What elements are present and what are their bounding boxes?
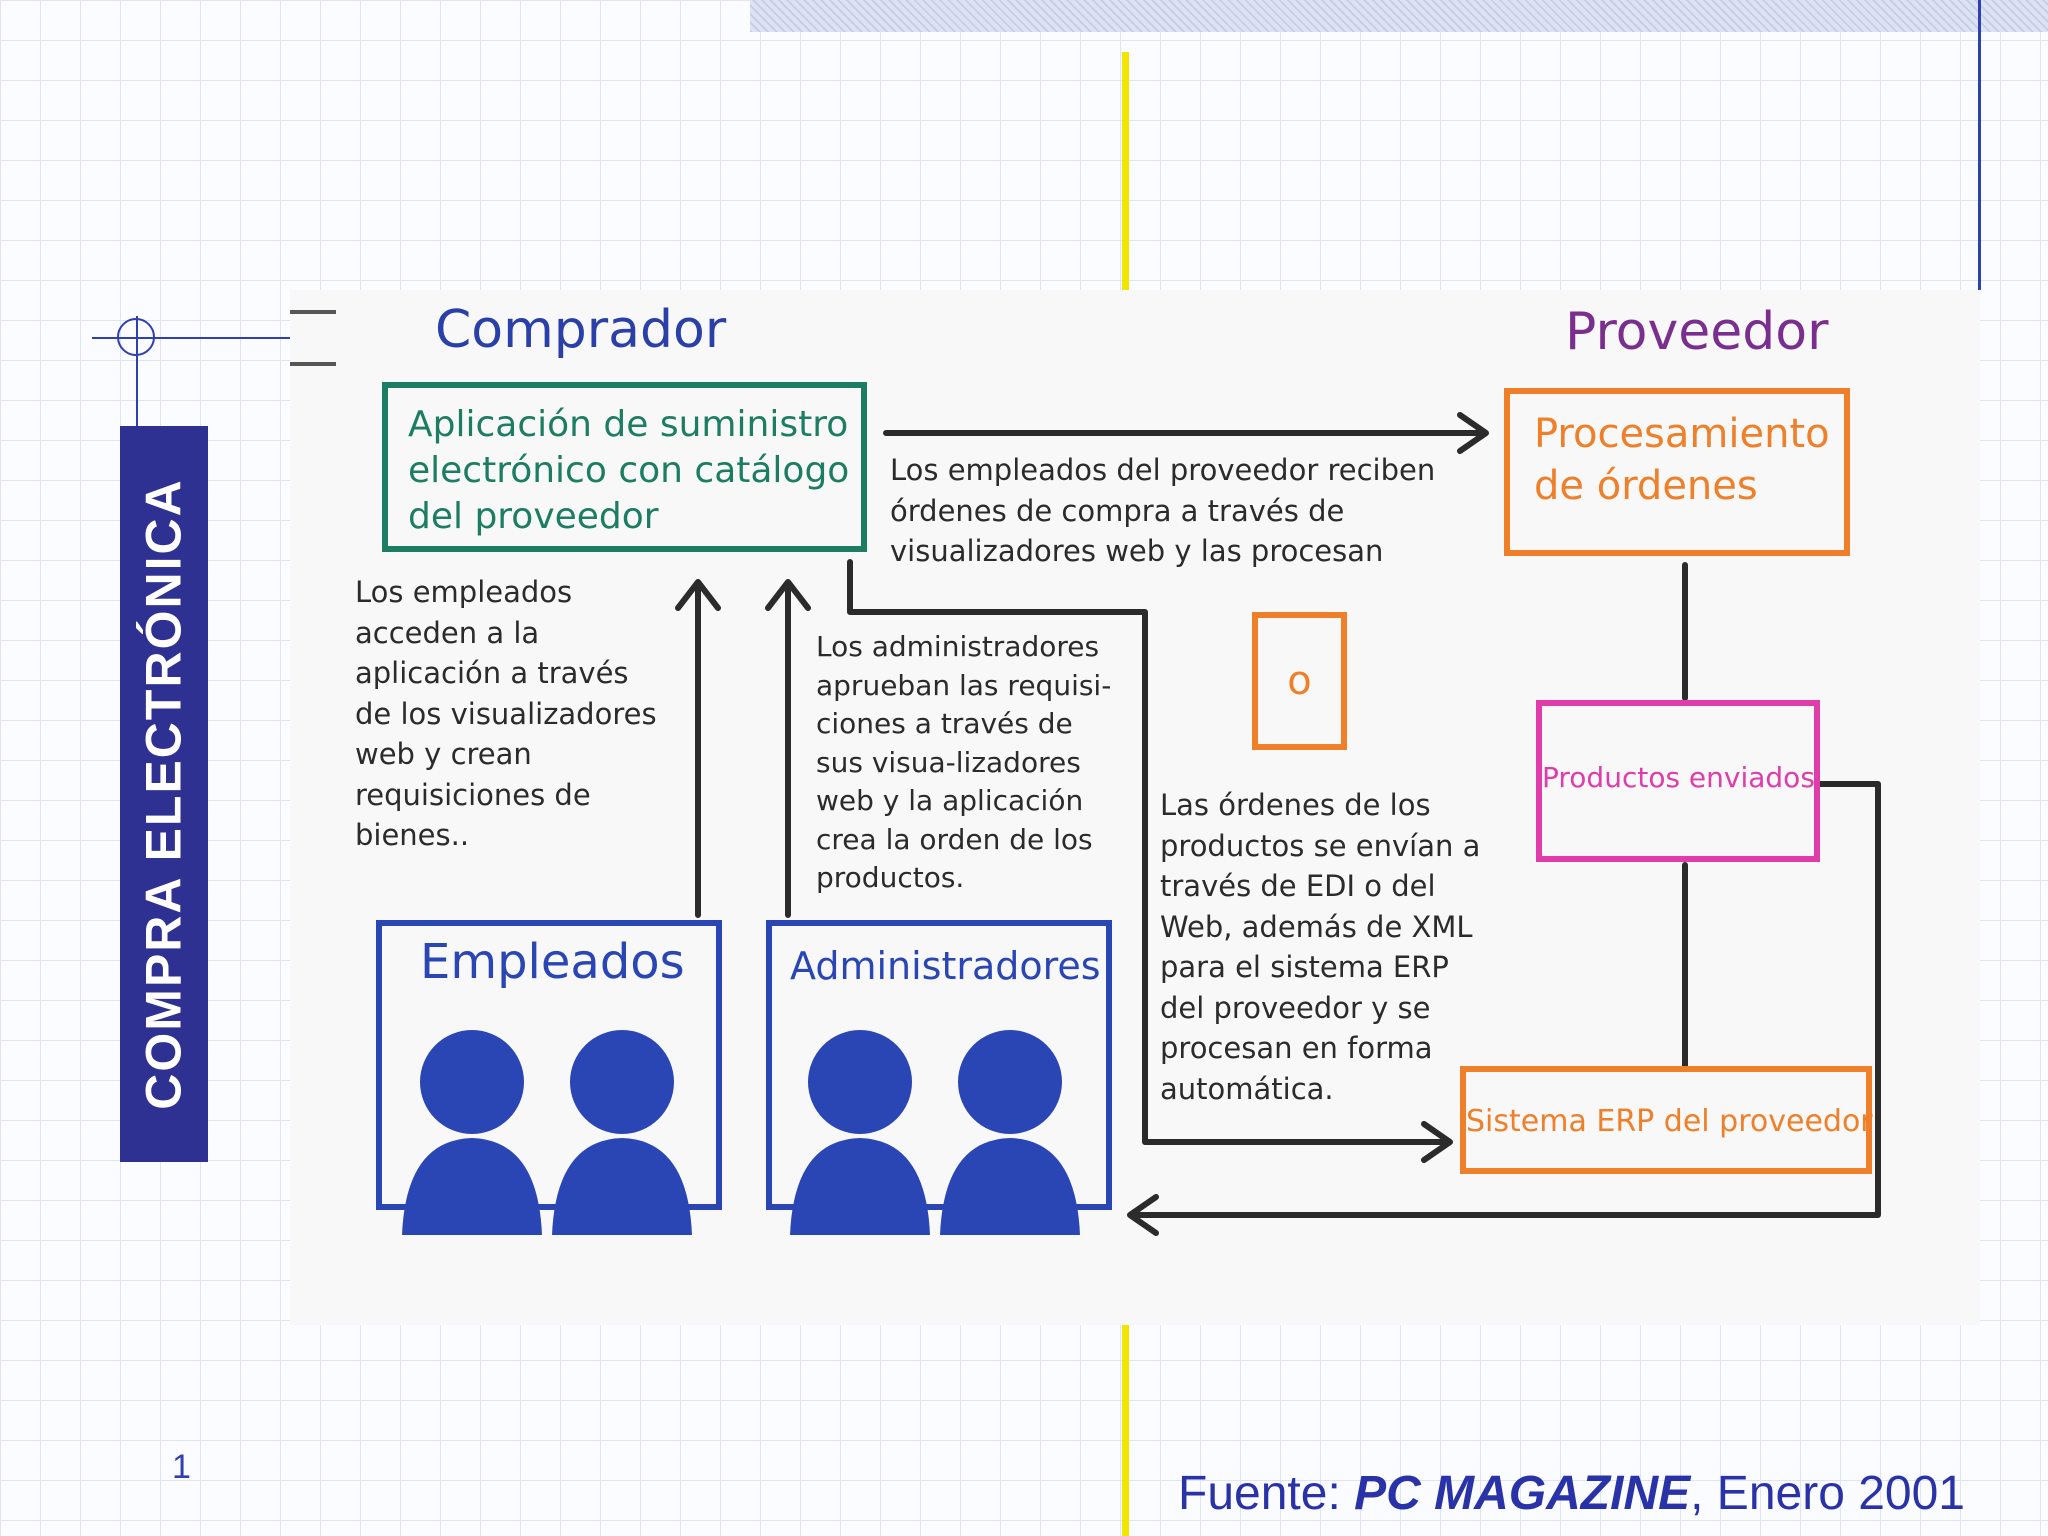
note-line: Las órdenes de los bbox=[1160, 788, 1431, 822]
edi-note: Las órdenes de los productos se envían a… bbox=[1160, 785, 1480, 1109]
catalog-app-box: Aplicación de suministro electrónico con… bbox=[382, 382, 867, 552]
erp-box: Sistema ERP del proveedor bbox=[1460, 1066, 1873, 1174]
supplier-employees-note: Los empleados del proveedor reciben órde… bbox=[890, 450, 1435, 572]
note-line: web y la aplicación bbox=[816, 784, 1084, 817]
note-line: Web, además de XML bbox=[1160, 909, 1473, 944]
person-body bbox=[940, 1138, 1080, 1235]
or-label: o bbox=[1287, 658, 1312, 704]
diagram-panel: Comprador Proveedor Aplicación de sumini… bbox=[290, 290, 1980, 1325]
employees-box: Empleados bbox=[376, 920, 722, 1210]
note-line: Los empleados bbox=[355, 575, 573, 609]
catalog-app-text: Aplicación de suministro electrónico con… bbox=[408, 402, 849, 540]
section-title: COMPRA ELECTRÓNICA bbox=[136, 478, 192, 1110]
source-publication: PC MAGAZINE bbox=[1354, 1467, 1691, 1520]
diagram-connectors bbox=[675, 412, 1881, 1236]
person-body bbox=[790, 1138, 930, 1235]
employees-note: Los empleados acceden a la aplicación a … bbox=[355, 572, 657, 856]
order-processing-line: Procesamiento bbox=[1534, 411, 1830, 457]
note-line: productos. bbox=[816, 861, 965, 894]
person-head bbox=[420, 1030, 524, 1134]
person-body bbox=[552, 1138, 692, 1235]
note-line: crea la orden de los bbox=[816, 822, 1093, 856]
arrow-admins-to-app bbox=[765, 579, 811, 918]
order-processing-box: Procesamiento de órdenes bbox=[1504, 388, 1850, 556]
section-banner: COMPRA ELECTRÓNICA bbox=[120, 426, 208, 1162]
note-line: requisiciones de bbox=[355, 777, 591, 812]
note-line: productos se envían a bbox=[1160, 828, 1481, 863]
crosshair-horizontal bbox=[92, 337, 292, 339]
person-head bbox=[958, 1030, 1062, 1134]
catalog-app-line: Aplicación de suministro bbox=[408, 404, 849, 445]
source-suffix: , Enero 2001 bbox=[1690, 1467, 1965, 1520]
panel-tick-bottom bbox=[290, 362, 336, 366]
catalog-app-line: electrónico con catálogo bbox=[408, 450, 850, 491]
person-body bbox=[402, 1138, 542, 1235]
right-vertical-rule bbox=[1978, 0, 1981, 290]
person-head bbox=[808, 1030, 912, 1134]
note-line: acceden a la bbox=[355, 615, 540, 650]
order-processing-line: de órdenes bbox=[1534, 463, 1758, 509]
note-line: Los empleados del proveedor reciben bbox=[890, 453, 1436, 487]
order-processing-text: Procesamiento de órdenes bbox=[1534, 408, 1830, 512]
employees-people bbox=[402, 1030, 692, 1235]
or-box: o bbox=[1252, 612, 1347, 750]
crosshair-vertical bbox=[136, 316, 138, 426]
arrow-products-to-buyer bbox=[1127, 781, 1881, 1236]
note-line: para el sistema ERP bbox=[1160, 950, 1449, 984]
buyer-title: Comprador bbox=[435, 300, 727, 360]
note-line: visualizadores web y las procesan bbox=[890, 534, 1384, 568]
crosshair-circle bbox=[117, 318, 155, 356]
yellow-guide-top bbox=[1122, 52, 1129, 292]
products-shipped-label: Productos enviados bbox=[1542, 761, 1815, 794]
note-line: del proveedor y se bbox=[1160, 990, 1431, 1025]
top-hatch-band bbox=[750, 0, 2048, 32]
slide-number: 1 bbox=[172, 1448, 191, 1486]
employees-box-label: Empleados bbox=[420, 934, 685, 990]
note-line: través de EDI o del bbox=[1160, 869, 1436, 903]
arrow-app-to-processing bbox=[883, 412, 1489, 454]
products-shipped-box: Productos enviados bbox=[1536, 700, 1820, 862]
arrow-employees-to-app bbox=[675, 579, 721, 918]
catalog-app-line: del proveedor bbox=[408, 496, 659, 537]
supplier-title: Proveedor bbox=[1565, 302, 1829, 362]
note-line: órdenes de compra a través de bbox=[890, 493, 1345, 528]
note-line: aprueban las requisi- bbox=[816, 668, 1112, 702]
arrow-app-to-erp bbox=[847, 559, 1453, 1163]
note-line: automática. bbox=[1160, 1071, 1334, 1106]
note-line: procesan en forma bbox=[1160, 1031, 1433, 1065]
note-line: aplicación a través bbox=[355, 656, 629, 690]
yellow-guide-bottom bbox=[1122, 1262, 1129, 1536]
note-line: sus visua-lizadores bbox=[816, 745, 1081, 779]
note-line: web y crean bbox=[355, 737, 532, 771]
note-line: ciones a través de bbox=[816, 707, 1073, 740]
source-prefix: Fuente: bbox=[1178, 1467, 1341, 1520]
admins-box: Administradores bbox=[766, 920, 1112, 1210]
person-head bbox=[570, 1030, 674, 1134]
admins-note: Los administradores aprueban las requisi… bbox=[816, 628, 1111, 898]
source-citation: Fuente: PC MAGAZINE, Enero 2001 bbox=[1178, 1466, 1965, 1521]
erp-box-label: Sistema ERP del proveedor bbox=[1466, 1104, 1873, 1139]
note-line: de los visualizadores bbox=[355, 696, 657, 731]
admins-box-label: Administradores bbox=[790, 944, 1101, 988]
admins-people bbox=[790, 1030, 1080, 1235]
note-line: bienes.. bbox=[355, 818, 470, 852]
note-line: Los administradores bbox=[816, 630, 1100, 663]
panel-tick-top bbox=[290, 310, 336, 314]
